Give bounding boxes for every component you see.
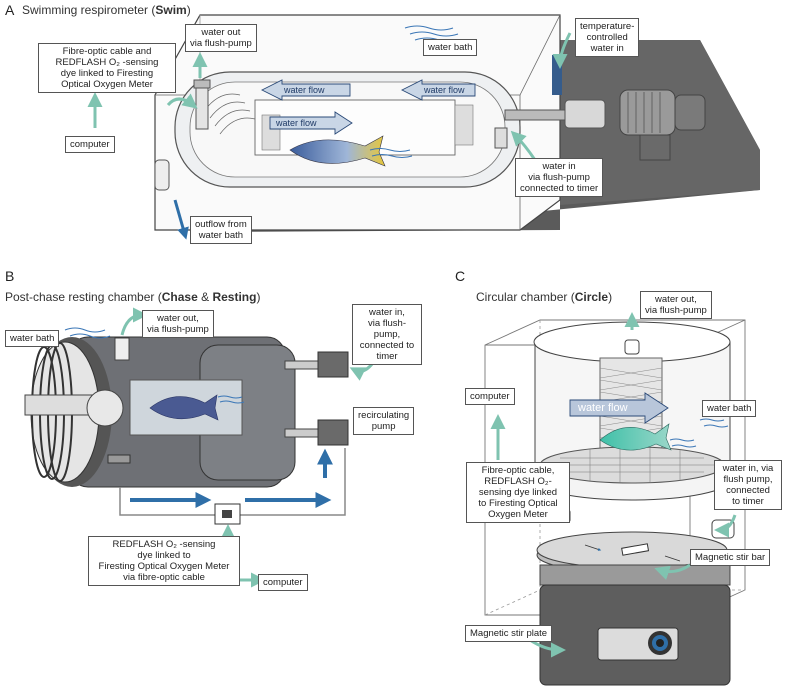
- panel-c-title-pre: Circular chamber (: [476, 290, 575, 304]
- panel-c-title: Circular chamber (Circle): [476, 290, 612, 304]
- panel-b-title-post: ): [256, 290, 261, 304]
- label-water-bath-c: water bath: [702, 400, 757, 417]
- label-water-in-c: water in, via flush pump, connected to t…: [714, 460, 782, 510]
- panel-b-title-bold1: Chase: [161, 290, 198, 304]
- label-computer-b: computer: [258, 574, 308, 591]
- label-water-bath-a: water bath: [423, 39, 478, 56]
- panel-a-letter: A: [5, 2, 15, 18]
- panel-b-letter: B: [5, 268, 15, 284]
- label-stir-plate: Magnetic stir plate: [465, 625, 553, 642]
- panel-a-title-bold: Swim: [155, 3, 187, 17]
- label-water-out-b: water out, via flush-pump: [142, 310, 214, 338]
- panel-c-title-post: ): [608, 290, 613, 304]
- panel-a-title-post: ): [186, 3, 191, 17]
- panel-b-title-mid: &: [197, 290, 213, 304]
- label-stir-bar: Magnetic stir bar: [690, 549, 771, 566]
- panel-a-title-pre: Swimming respirometer (: [22, 3, 156, 17]
- label-water-out-a: water out via flush-pump: [185, 24, 257, 52]
- label-recirc-pump: recirculating pump: [353, 407, 415, 435]
- label-temp-water-in: temperature- controlled water in: [575, 18, 640, 57]
- label-fibre-optic-a: Fibre-optic cable and REDFLASH O₂ -sensi…: [38, 43, 176, 93]
- panel-b-title: Post-chase resting chamber (Chase & Rest…: [5, 290, 260, 304]
- label-fibre-optic-c: Fibre-optic cable, REDFLASH O₂- sensing …: [466, 462, 570, 523]
- panel-c-art: [484, 312, 746, 686]
- label-outflow-a: outflow from water bath: [190, 216, 252, 244]
- label-computer-a: computer: [65, 136, 115, 153]
- panel-b-art: [24, 307, 377, 588]
- label-computer-c: computer: [465, 388, 515, 405]
- flow-label-c: water flow: [578, 402, 628, 414]
- panel-b-title-bold2: Resting: [212, 290, 257, 304]
- panel-a-title: Swimming respirometer (Swim): [22, 3, 191, 17]
- flow-label-a1: water flow: [284, 85, 325, 95]
- panel-c-letter: C: [455, 268, 466, 284]
- panel-a-art: [87, 14, 760, 240]
- panel-b-title-pre: Post-chase resting chamber (: [5, 290, 162, 304]
- label-water-out-c: water out, via flush-pump: [640, 291, 712, 319]
- label-water-in-b: water in, via flush-pump, connected to t…: [352, 304, 422, 365]
- label-water-in-a: water in via flush-pump connected to tim…: [515, 158, 604, 197]
- panel-c-title-bold: Circle: [574, 290, 609, 304]
- flow-label-a2: water flow: [424, 85, 465, 95]
- label-water-bath-b: water bath: [5, 330, 60, 347]
- flow-label-a3: water flow: [276, 118, 317, 128]
- label-redflash-b: REDFLASH O₂ -sensing dye linked to Fires…: [88, 536, 240, 586]
